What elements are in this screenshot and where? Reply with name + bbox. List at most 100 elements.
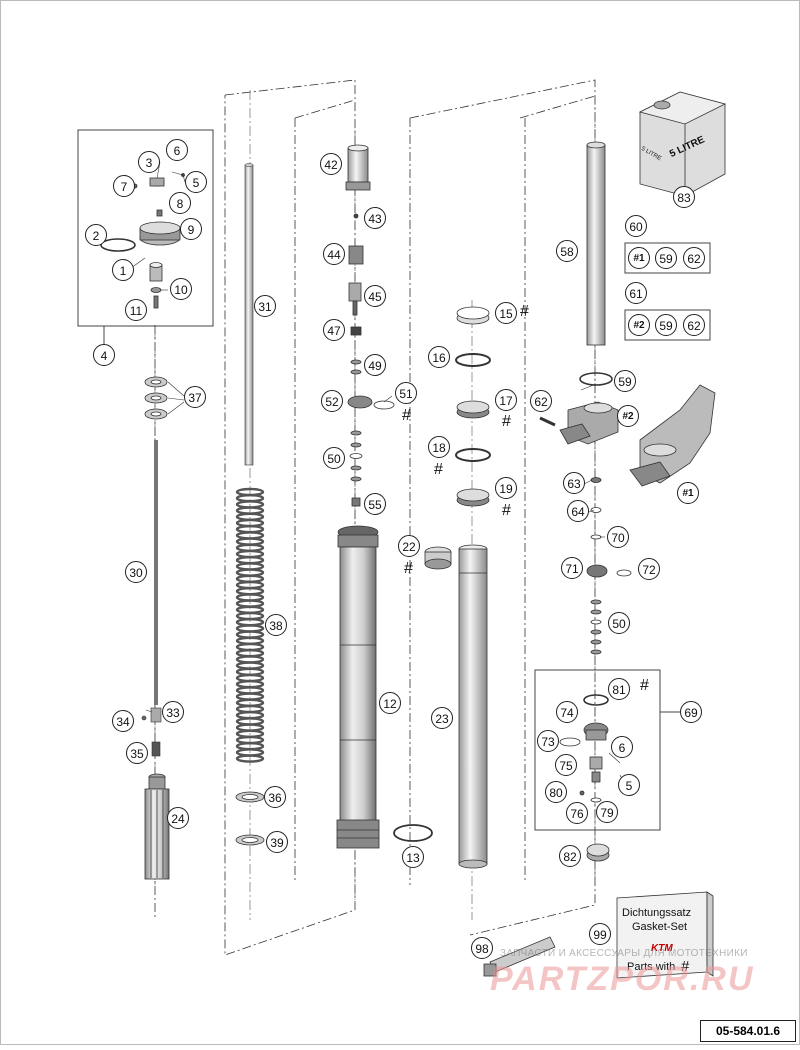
gasket-box-brand: KTM	[651, 943, 673, 954]
callout-5b[interactable]: 5	[618, 774, 640, 796]
ref-row-61-item-3[interactable]: 62	[683, 314, 705, 336]
callout-73[interactable]: 73	[537, 730, 559, 752]
callout-75[interactable]: 75	[555, 754, 577, 776]
watermark-text: ЗАПЧАСТИ И АКСЕССУАРЫ ДЛЯ МОТОТЕХНИКИ	[500, 948, 748, 959]
callout-39[interactable]: 39	[266, 831, 288, 853]
assembly-mark-1[interactable]: #1	[677, 482, 699, 504]
ref-row-61-item-2[interactable]: 59	[655, 314, 677, 336]
callout-70[interactable]: 70	[607, 526, 629, 548]
hash-mark: #	[402, 407, 411, 424]
callout-36[interactable]: 36	[264, 786, 286, 808]
callout-24[interactable]: 24	[167, 807, 189, 829]
hash-mark: #	[502, 413, 511, 430]
callout-37[interactable]: 37	[184, 386, 206, 408]
callout-74[interactable]: 74	[556, 701, 578, 723]
callout-64[interactable]: 64	[567, 500, 589, 522]
callout-80[interactable]: 80	[545, 781, 567, 803]
damper-rod-30	[154, 440, 158, 705]
callout-79[interactable]: 79	[596, 801, 618, 823]
hash-mark: #	[434, 461, 443, 478]
callout-51[interactable]: 51	[395, 382, 417, 404]
group-box-4	[77, 129, 214, 327]
hash-mark: #	[520, 303, 529, 320]
callout-43[interactable]: 43	[364, 207, 386, 229]
callout-42[interactable]: 42	[320, 153, 342, 175]
callout-58[interactable]: 58	[556, 240, 578, 262]
callout-8[interactable]: 8	[169, 192, 191, 214]
callout-15[interactable]: 15	[495, 302, 517, 324]
callout-16[interactable]: 16	[428, 346, 450, 368]
callout-47[interactable]: 47	[323, 319, 345, 341]
callout-18[interactable]: 18	[428, 436, 450, 458]
callout-30[interactable]: 30	[125, 561, 147, 583]
callout-71[interactable]: 71	[561, 557, 583, 579]
oil-can-83	[638, 91, 727, 197]
callout-98[interactable]: 98	[471, 937, 493, 959]
callout-50[interactable]: 50	[323, 447, 345, 469]
ref-row-61-item-1[interactable]: #2	[628, 314, 650, 336]
callout-31[interactable]: 31	[254, 295, 276, 317]
spring-38	[235, 487, 265, 763]
callout-12[interactable]: 12	[379, 692, 401, 714]
gasket-box-line3: Parts with	[627, 961, 676, 973]
callout-60[interactable]: 60	[625, 215, 647, 237]
callout-11[interactable]: 11	[125, 299, 147, 321]
callout-50b[interactable]: 50	[608, 612, 630, 634]
callout-69[interactable]: 69	[680, 701, 702, 723]
callout-34[interactable]: 34	[112, 710, 134, 732]
callout-23[interactable]: 23	[431, 707, 453, 729]
callout-22[interactable]: 22	[398, 535, 420, 557]
ref-row-60-item-1[interactable]: #1	[628, 247, 650, 269]
gasket-box-99	[616, 891, 714, 979]
callout-72[interactable]: 72	[638, 558, 660, 580]
ref-row-60-item-3[interactable]: 62	[683, 247, 705, 269]
callout-38[interactable]: 38	[265, 614, 287, 636]
callout-82[interactable]: 82	[559, 845, 581, 867]
callout-33[interactable]: 33	[162, 701, 184, 723]
callout-7[interactable]: 7	[113, 175, 135, 197]
callout-45[interactable]: 45	[364, 285, 386, 307]
watermark-logo: PARTZPOR.RU	[490, 960, 755, 998]
cartridge-24	[144, 773, 170, 880]
ref-box-61	[624, 309, 711, 341]
callout-17[interactable]: 17	[495, 389, 517, 411]
callout-62[interactable]: 62	[530, 390, 552, 412]
callout-59[interactable]: 59	[614, 370, 636, 392]
column-3-parts	[336, 144, 395, 849]
callout-61[interactable]: 61	[625, 282, 647, 304]
callout-19[interactable]: 19	[495, 477, 517, 499]
callout-55[interactable]: 55	[364, 493, 386, 515]
callout-6b[interactable]: 6	[611, 736, 633, 758]
group-box-69	[534, 669, 661, 831]
assembly-mark-2[interactable]: #2	[617, 405, 639, 427]
hash-mark: #	[404, 560, 413, 577]
rod-parts	[141, 707, 162, 757]
callout-99[interactable]: 99	[589, 923, 611, 945]
callout-5[interactable]: 5	[185, 171, 207, 193]
callout-9[interactable]: 9	[180, 218, 202, 240]
grease-tube-98	[483, 936, 556, 977]
callout-10[interactable]: 10	[170, 278, 192, 300]
callout-83[interactable]: 83	[673, 186, 695, 208]
callout-3[interactable]: 3	[138, 151, 160, 173]
hash-mark: #	[502, 502, 511, 519]
callout-4[interactable]: 4	[93, 344, 115, 366]
callout-63[interactable]: 63	[563, 472, 585, 494]
callout-76[interactable]: 76	[566, 802, 588, 824]
callout-44[interactable]: 44	[323, 243, 345, 265]
callout-13[interactable]: 13	[402, 846, 424, 868]
gasket-box-line2: Gasket-Set	[632, 921, 688, 933]
callout-35[interactable]: 35	[126, 742, 148, 764]
ref-row-60-item-2[interactable]: 59	[655, 247, 677, 269]
column-5-parts	[539, 141, 716, 862]
callout-1[interactable]: 1	[112, 259, 134, 281]
inner-tube-31	[244, 164, 254, 466]
ref-box-60	[624, 242, 711, 274]
callout-81[interactable]: 81	[608, 678, 630, 700]
callout-49[interactable]: 49	[364, 354, 386, 376]
callout-2[interactable]: 2	[85, 224, 107, 246]
callout-6[interactable]: 6	[166, 139, 188, 161]
callout-52[interactable]: 52	[321, 390, 343, 412]
